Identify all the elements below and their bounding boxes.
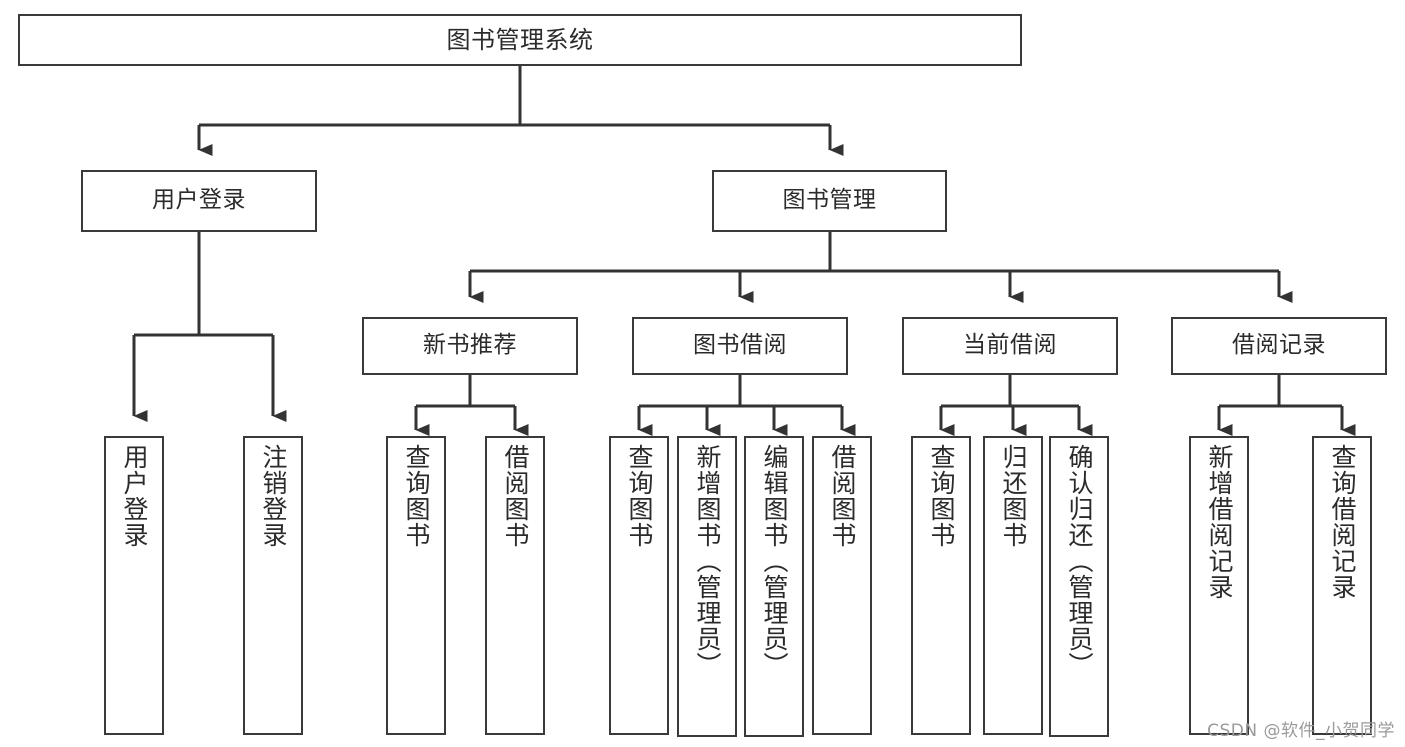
node-current-borrow-label: 当前借阅 <box>963 332 1057 359</box>
node-leaf-query-book-3[interactable]: 查询图书 <box>911 436 971 735</box>
node-leaf-add-record-label: 新增借阅记录 <box>1205 444 1234 600</box>
node-leaf-return-book[interactable]: 归还图书 <box>983 436 1043 735</box>
node-leaf-query-book-3-label: 查询图书 <box>927 444 956 548</box>
node-book-borrow-label: 图书借阅 <box>693 332 787 359</box>
node-root[interactable]: 图书管理系统 <box>18 14 1022 66</box>
node-book-borrow[interactable]: 图书借阅 <box>632 317 848 375</box>
node-leaf-user-login[interactable]: 用户登录 <box>104 436 164 735</box>
node-user-login-label: 用户登录 <box>152 187 246 214</box>
node-leaf-query-book-1-label: 查询图书 <box>402 444 431 548</box>
node-leaf-add-book[interactable]: 新增图书（管理员） <box>677 436 737 737</box>
node-leaf-add-book-label: 新增图书（管理员） <box>693 444 722 678</box>
node-new-book-recommend[interactable]: 新书推荐 <box>362 317 578 375</box>
node-leaf-borrow-book-2-label: 借阅图书 <box>828 444 857 548</box>
node-borrow-record-label: 借阅记录 <box>1232 332 1326 359</box>
node-book-manage-label: 图书管理 <box>782 187 877 214</box>
node-book-manage[interactable]: 图书管理 <box>712 170 947 232</box>
node-leaf-edit-book-label: 编辑图书（管理员） <box>760 444 789 678</box>
node-leaf-query-record[interactable]: 查询借阅记录 <box>1312 436 1372 735</box>
node-leaf-confirm-return[interactable]: 确认归还（管理员） <box>1049 436 1109 737</box>
node-leaf-query-book-2-label: 查询图书 <box>625 444 654 548</box>
node-current-borrow[interactable]: 当前借阅 <box>902 317 1118 375</box>
node-leaf-edit-book[interactable]: 编辑图书（管理员） <box>744 436 804 737</box>
node-leaf-logout-label: 注销登录 <box>259 444 288 548</box>
node-leaf-borrow-book-1-label: 借阅图书 <box>501 444 530 548</box>
node-borrow-record[interactable]: 借阅记录 <box>1171 317 1387 375</box>
node-new-book-recommend-label: 新书推荐 <box>423 332 517 359</box>
node-leaf-borrow-book-2[interactable]: 借阅图书 <box>812 436 872 735</box>
node-leaf-query-book-2[interactable]: 查询图书 <box>609 436 669 735</box>
node-leaf-user-login-label: 用户登录 <box>120 444 149 548</box>
node-leaf-return-book-label: 归还图书 <box>999 444 1028 548</box>
csdn-watermark: CSDN @软件_小贺同学 <box>1207 721 1395 741</box>
node-leaf-logout[interactable]: 注销登录 <box>243 436 303 735</box>
node-leaf-query-record-label: 查询借阅记录 <box>1328 444 1357 600</box>
node-leaf-confirm-return-label: 确认归还（管理员） <box>1065 444 1094 678</box>
node-leaf-query-book-1[interactable]: 查询图书 <box>386 436 446 735</box>
node-leaf-borrow-book-1[interactable]: 借阅图书 <box>485 436 545 735</box>
node-root-label: 图书管理系统 <box>446 25 594 54</box>
node-user-login[interactable]: 用户登录 <box>81 170 317 232</box>
node-leaf-add-record[interactable]: 新增借阅记录 <box>1189 436 1249 735</box>
